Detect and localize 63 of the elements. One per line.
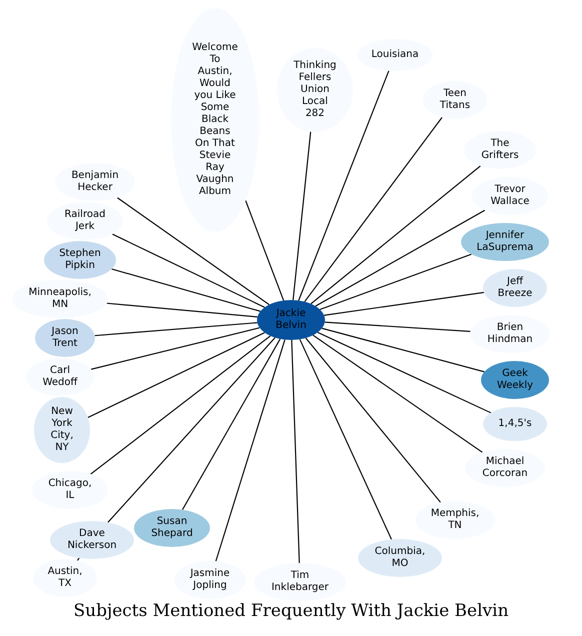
ellipse-node (44, 241, 116, 279)
connector-line (292, 132, 312, 300)
connector-line (88, 332, 265, 418)
node-label: Railroad Jerk (64, 209, 106, 233)
connector-line (315, 210, 486, 307)
connector-line (112, 234, 265, 308)
connector-line (90, 335, 271, 474)
node-label: Jackie Belvin (276, 308, 306, 332)
node-label: Thinking Fellers Union Local 282 (294, 60, 336, 120)
ellipse-node (483, 407, 547, 441)
ellipse-node (47, 202, 123, 240)
connector-line (324, 292, 484, 316)
node-label: Jeff Breeze (498, 276, 532, 300)
connector-line (117, 197, 270, 306)
connector-line (322, 328, 484, 372)
node-label: Austin, TX (48, 566, 82, 590)
connector-line (299, 339, 392, 540)
node-label: Geek Weekly (496, 368, 534, 392)
node-label: Trevor Wallace (490, 184, 530, 208)
connector-line (310, 166, 481, 304)
ellipse-node (134, 509, 210, 547)
connector-line (324, 322, 470, 332)
connector-line (317, 332, 492, 414)
node-label: Teen Titans (440, 88, 470, 112)
connector-line (106, 302, 258, 318)
node-label: Chicago, IL (48, 478, 92, 502)
node-label: Brien Hindman (487, 322, 533, 346)
node-label: The Grifters (481, 138, 519, 162)
ellipse-node (461, 223, 549, 261)
connector-line (304, 117, 442, 302)
node-label: Tim Inklebarger (271, 570, 329, 594)
node-label: Michael Corcoran (482, 456, 528, 480)
node-label: Columbia, MO (374, 546, 426, 570)
connector-line (305, 338, 441, 503)
node-label: Jasmine Jopling (190, 568, 230, 592)
node-label: Memphis, TN (430, 508, 480, 532)
node-label: Stephen Pipkin (59, 248, 101, 272)
node-label: New York City, NY (50, 406, 74, 454)
ellipse-node (257, 300, 325, 340)
node-label: Minneapolis, MN (28, 287, 92, 311)
ellipse-node (481, 361, 549, 399)
connector-line (94, 322, 258, 336)
node-label: Louisiana (371, 49, 419, 61)
node-label: Jennifer LaSuprema (476, 230, 534, 254)
connector-line (245, 200, 284, 301)
connector-line (312, 334, 483, 453)
ellipse-node (50, 521, 134, 559)
node-label: Welcome To Austin, Would you Like Some Black Beans On That Stevie Ray Vaughn Album (192, 42, 238, 198)
node-label: 1,4,5's (498, 418, 532, 430)
connector-line (298, 70, 390, 301)
node-label: Susan Shepard (151, 516, 193, 540)
node-label: Benjamin Hecker (71, 170, 119, 194)
connector-line (108, 337, 276, 523)
node-label: Jason Trent (52, 326, 78, 350)
connector-line (291, 340, 300, 564)
diagram-title: Subjects Mentioned Frequently With Jackie Belvin (72, 601, 510, 621)
connector-line (182, 338, 281, 510)
connector-line (320, 254, 472, 310)
connector-line (90, 327, 260, 370)
connector-line (215, 340, 286, 562)
node-label: Dave Nickerson (67, 528, 117, 552)
node-label: Carl Wedoff (42, 365, 78, 389)
connector-line (112, 268, 261, 312)
